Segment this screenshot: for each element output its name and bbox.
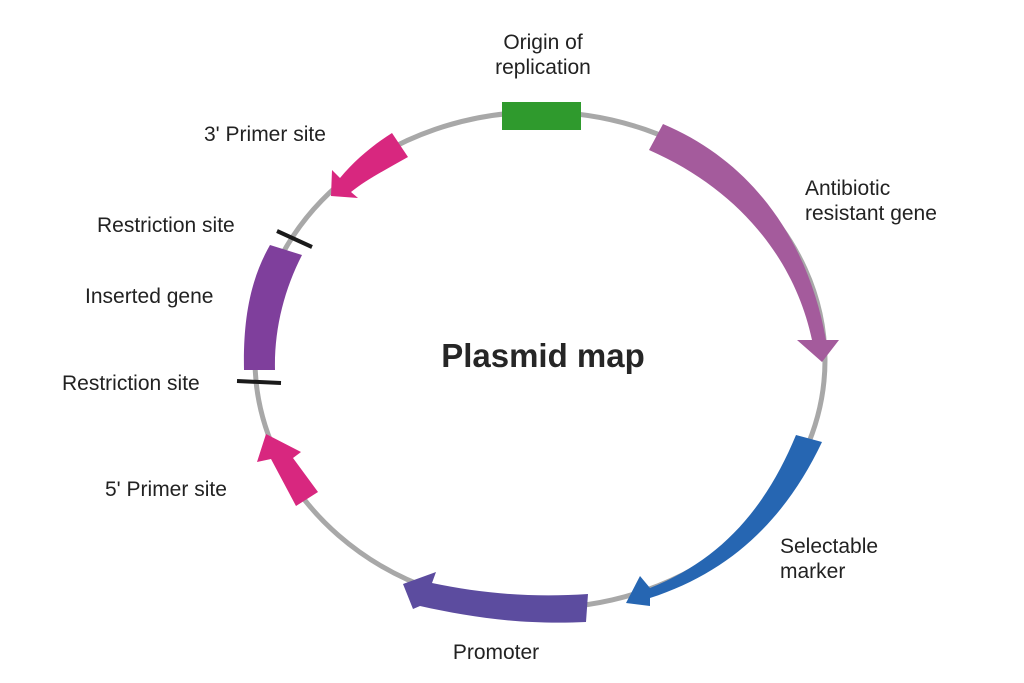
selectable-label-line2: marker <box>780 560 845 583</box>
selectable-label-line1: Selectable <box>780 535 878 558</box>
feature-primer3: 3' Primer site <box>204 123 408 198</box>
antibiotic-resistant-gene-arrow <box>649 124 839 362</box>
origin-of-replication-segment <box>502 102 581 130</box>
inserted-gene-segment <box>243 245 302 370</box>
restriction-site-upper-mark <box>276 229 313 249</box>
five-prime-primer-arrow <box>257 434 318 506</box>
restriction-site-lower-mark <box>236 379 282 385</box>
inserted-gene-label: Inserted gene <box>85 285 213 308</box>
promoter-label: Promoter <box>453 641 539 664</box>
feature-origin: Origin of replication <box>495 31 591 130</box>
primer5-label: 5' Primer site <box>105 478 227 501</box>
antibiotic-label-line1: Antibiotic <box>805 177 890 200</box>
primer3-label: 3' Primer site <box>204 123 326 146</box>
feature-promoter: Promoter <box>403 572 588 664</box>
feature-primer5: 5' Primer site <box>105 434 318 506</box>
feature-inserted: Inserted gene <box>85 245 302 370</box>
promoter-arrow <box>403 572 588 623</box>
feature-antibiotic: Antibiotic resistant gene <box>649 124 937 362</box>
restriction-site-lower: Restriction site <box>62 372 282 395</box>
antibiotic-label-line2: resistant gene <box>805 202 937 225</box>
origin-label-line2: replication <box>495 56 591 79</box>
selectable-marker-arrow <box>626 435 822 606</box>
restriction-site-upper-label: Restriction site <box>97 214 235 237</box>
feature-selectable: Selectable marker <box>626 435 878 606</box>
diagram-title: Plasmid map <box>441 337 645 374</box>
restriction-site-lower-label: Restriction site <box>62 372 200 395</box>
origin-label-line1: Origin of <box>503 31 583 54</box>
three-prime-primer-arrow <box>331 133 408 198</box>
restriction-site-upper: Restriction site <box>97 214 313 249</box>
